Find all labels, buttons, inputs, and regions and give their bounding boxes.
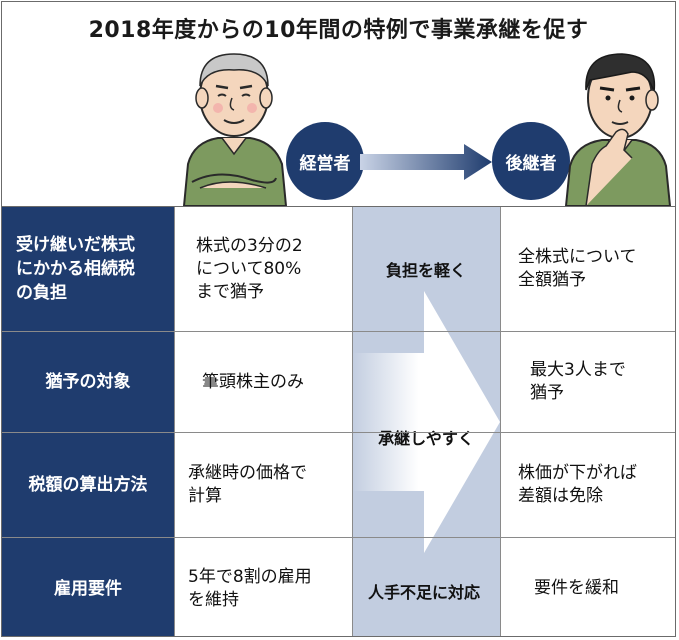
row-header-inheritance-tax: 受け継いだ株式 にかかる相続税 の負担 — [2, 207, 174, 331]
owner-badge: 経営者 — [286, 122, 364, 200]
column-divider — [500, 207, 501, 636]
young-man-icon — [564, 53, 672, 206]
after-calculation: 株価が下がれば 差額は免除 — [518, 463, 637, 506]
successor-badge: 後継者 — [492, 122, 570, 200]
illustration-area: 経営者 後継者 — [2, 2, 675, 207]
before-target: 筆頭株主のみ — [202, 371, 304, 392]
row-header-target: 猶予の対象 — [2, 332, 174, 432]
after-target: 最大3人まで 猶予 — [530, 360, 626, 403]
row-divider — [2, 432, 675, 433]
row-divider — [2, 331, 675, 332]
comparison-table: 受け継いだ株式 にかかる相続税 の負担 猶予の対象 税額の算出方法 雇用要件 株… — [2, 206, 675, 636]
page-title: 2018年度からの10年間の特例で事業承継を促す — [88, 18, 589, 43]
right-arrow-icon — [360, 144, 492, 180]
column-divider — [352, 207, 353, 636]
label-easier-succession: 承継しやすく — [378, 429, 474, 448]
column-divider — [174, 207, 175, 636]
before-employment: 5年で8割の雇用 を維持 — [188, 566, 312, 610]
before-calculation: 承継時の価格で 計算 — [188, 463, 307, 506]
row-divider — [2, 537, 675, 538]
after-inheritance-tax: 全株式について 全額猶予 — [518, 247, 637, 290]
transition-arrow-icon — [352, 291, 500, 553]
row-header-employment: 雇用要件 — [2, 538, 174, 636]
row-header-calculation: 税額の算出方法 — [2, 433, 174, 537]
elderly-man-icon — [182, 53, 288, 206]
label-reduce-burden: 負担を軽く — [385, 261, 466, 280]
label-labor-shortage: 人手不足に対応 — [367, 583, 480, 602]
before-inheritance-tax: 株式の3分の2 について80% まで猶予 — [196, 235, 303, 302]
after-employment: 要件を緩和 — [534, 578, 619, 598]
